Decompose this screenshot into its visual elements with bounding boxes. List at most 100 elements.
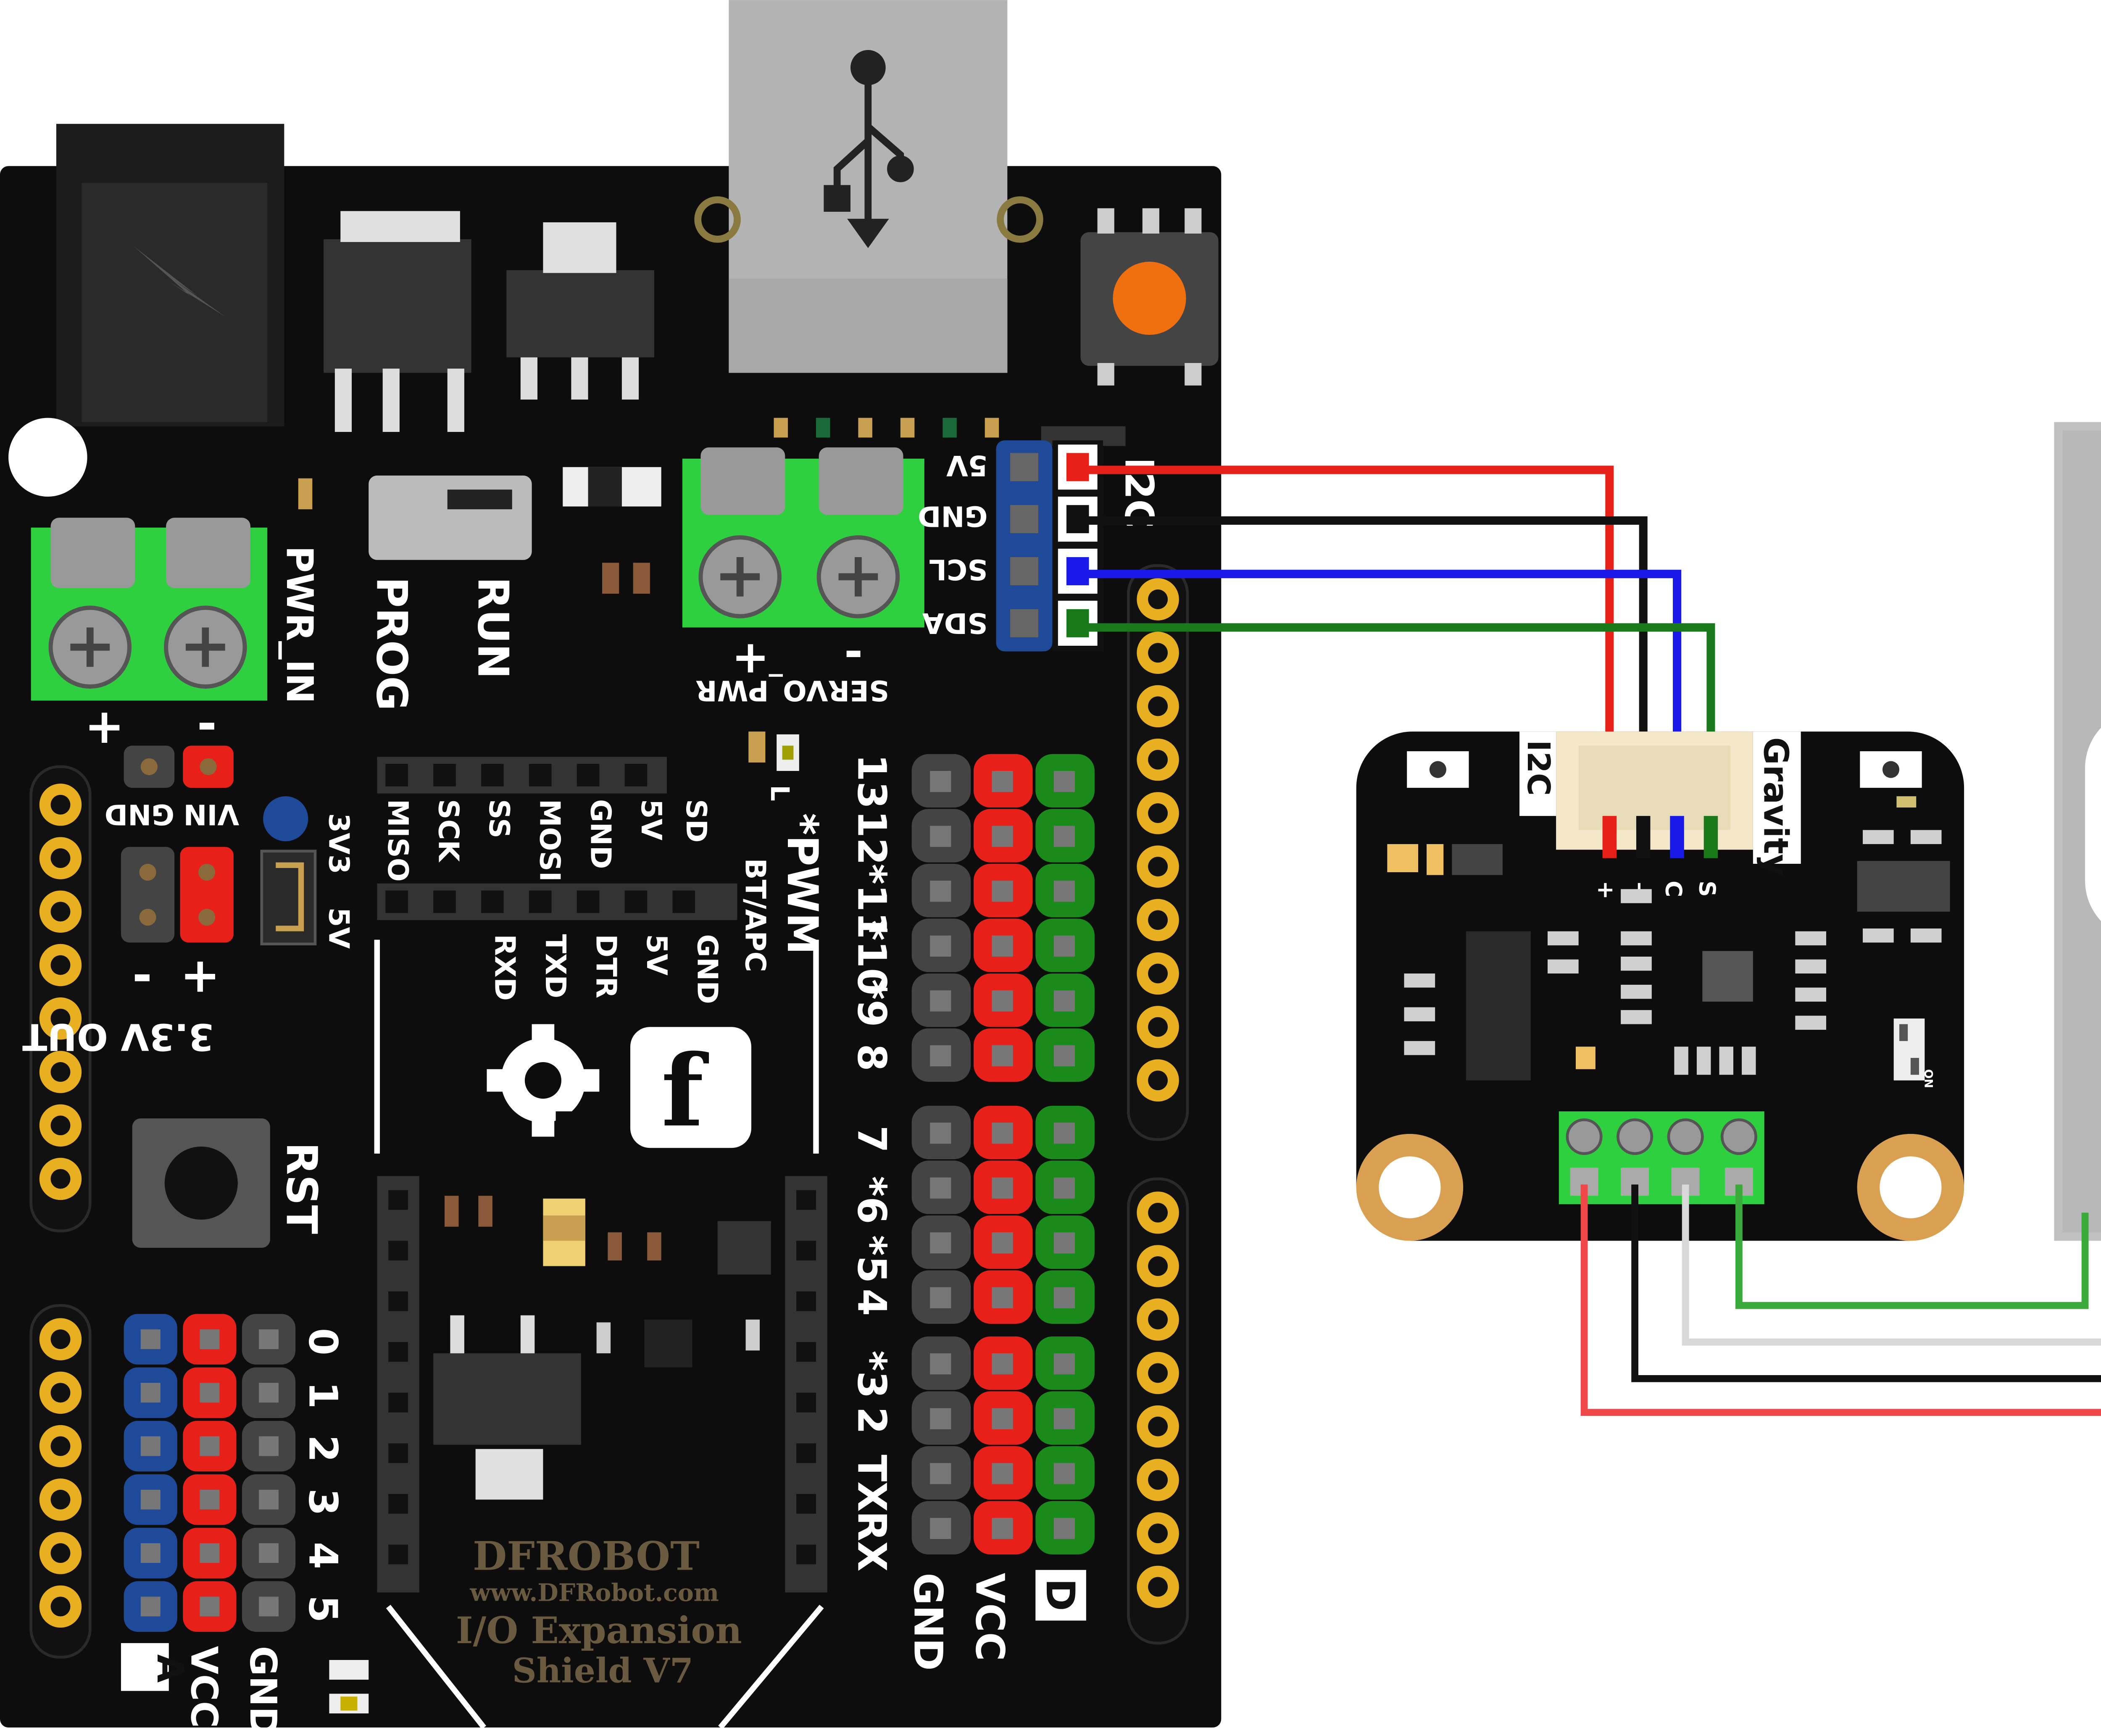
- wire-5v-red: [1077, 466, 1614, 844]
- brand-name-line2: Shield V7: [512, 1651, 693, 1691]
- loadcell-terminal: [1559, 1111, 1764, 1205]
- bt-pin-label: 5V: [640, 934, 673, 976]
- module-gravity-label: Gravity: [1756, 737, 1796, 876]
- address-dip-switch[interactable]: [1893, 1018, 1925, 1081]
- loadcell-wire-white: [1682, 1184, 2101, 1346]
- run-label: RUN: [468, 577, 517, 679]
- analog-pins: [124, 1314, 296, 1632]
- brand-url: www.DFRobot.com: [469, 1579, 719, 1607]
- rst-label: RST: [277, 1142, 326, 1234]
- servo-plus: +: [732, 631, 769, 684]
- vin-gnd-label-vin: VIN: [183, 798, 239, 831]
- svg-text:f: f: [661, 1034, 709, 1149]
- bt-pin-label: DTR: [590, 934, 623, 998]
- digital-pin-number: 8: [848, 1044, 894, 1071]
- bt-pin-label: RXD: [489, 934, 521, 1001]
- analog-gnd-label: GND: [242, 1646, 284, 1736]
- loadcell-wire-green: [1735, 1184, 2089, 1309]
- out-3v3-label: 3.3V OUT: [22, 1015, 214, 1058]
- servo-minus: -: [844, 626, 863, 678]
- load-cell: [2054, 422, 2101, 1241]
- spi-pin-label: 5V: [635, 799, 668, 841]
- analog-pin-number: 5: [300, 1595, 346, 1623]
- digital-pin-number: *10: [848, 920, 894, 995]
- lower-header-right: [785, 1176, 827, 1593]
- i2c-pin-scl: SCL: [929, 553, 987, 586]
- analog-vcc-label: VCC: [182, 1646, 225, 1728]
- bt-pin-labels: GND 5V DTR TXD RXD: [489, 934, 724, 1004]
- analog-pin-number: 4: [300, 1542, 346, 1569]
- regulator-small: [506, 270, 654, 358]
- pwr-in-terminal: [31, 518, 268, 701]
- 5v-label: 5V: [322, 907, 355, 949]
- digital-pin-number: TX: [848, 1455, 894, 1512]
- load-cell-wires: [1580, 1184, 2101, 1416]
- digital-pin-number: *9: [848, 979, 894, 1027]
- module-pin-label: C: [1660, 881, 1687, 897]
- pwr-in-plus: +: [84, 698, 124, 754]
- digital-vcc-label: VCC: [967, 1573, 1013, 1661]
- loadcell-wire-red: [1580, 1184, 2101, 1416]
- digital-pin-number: RX: [848, 1511, 894, 1571]
- spi-header: [377, 757, 667, 794]
- servo-pwr-label: SERVO_PWR: [695, 674, 889, 707]
- module-pin-label: S: [1694, 881, 1721, 897]
- module-pin-label: +: [1593, 881, 1619, 900]
- i2c-header: [996, 440, 1103, 652]
- digital-pins: [911, 754, 1095, 1555]
- vin-gnd-label-gnd: GND: [105, 798, 175, 831]
- dip-on-label: ON: [1922, 1069, 1935, 1088]
- module-i2c-label: I2C: [1520, 740, 1556, 796]
- digital-pin-number: *5: [848, 1235, 894, 1283]
- analog-a-label: A: [149, 1654, 192, 1683]
- bt-pin-label: GND: [691, 934, 724, 1004]
- digital-gnd-label: GND: [905, 1573, 950, 1670]
- header-holes-left: [39, 784, 82, 1628]
- digital-pin-number: 4: [848, 1289, 894, 1316]
- digital-pin-number: *6: [848, 1176, 894, 1224]
- servo-pwr-terminal: [682, 447, 924, 628]
- digital-pin-number: 13: [848, 754, 894, 809]
- analog-pin-number: 2: [300, 1435, 346, 1462]
- spi-pin-label: MOSI: [534, 799, 566, 882]
- pwr-in-minus: -: [197, 695, 217, 751]
- prog-label: PROG: [367, 577, 416, 711]
- brand-dfrobot: DFROBOT: [473, 1533, 700, 1580]
- spi-pin-label: SS: [483, 799, 516, 838]
- usb-icon: [824, 50, 914, 248]
- pwr-in-label: PWR_IN: [278, 546, 321, 704]
- gear-icon: [487, 1024, 600, 1137]
- brand-name-line1: I/O Expansion: [456, 1609, 742, 1652]
- bt-apc-label: BT/APC: [739, 858, 772, 972]
- bt-pin-label: TXD: [539, 934, 572, 998]
- loadcell-wire-black: [1631, 1184, 2101, 1382]
- spi-pin-labels: SD 5V GND MOSI SS SCK MISO: [382, 799, 713, 882]
- module-board: [1356, 731, 1964, 1241]
- 3v3-label: 3V3: [322, 813, 355, 874]
- digital-pin-number: 12: [848, 810, 894, 865]
- gravity-hx711-module: I2C Gravity +−CS: [1356, 731, 1964, 1241]
- io-expansion-shield: PWR_IN + - PROG RUN + - SERVO_PWR: [0, 0, 1222, 1736]
- digital-pin-number: *11: [848, 864, 894, 939]
- i2c-pin-sda: SDA: [922, 607, 988, 639]
- led-l-label: L: [765, 785, 794, 801]
- spi-pin-label: SD: [680, 799, 713, 843]
- digital-pin-number: *3: [848, 1350, 894, 1398]
- spi-pin-label: SCK: [432, 799, 465, 863]
- regulator: [324, 239, 471, 373]
- prog-run-switch[interactable]: [369, 475, 532, 560]
- analog-pin-number: 3: [300, 1489, 346, 1516]
- dfrobot-logo-icon: f: [630, 1027, 751, 1149]
- lower-header-left: [377, 1176, 419, 1593]
- out-plus: +: [180, 947, 220, 1003]
- spi-pin-label: GND: [584, 799, 617, 869]
- digital-d-label: D: [1037, 1578, 1083, 1611]
- pwm-label: *PWM: [778, 813, 827, 955]
- hx711-chip: [1466, 931, 1531, 1081]
- analog-pin-number: 1: [300, 1381, 346, 1409]
- spi-pin-label: MISO: [382, 799, 414, 882]
- mounting-hole: [8, 418, 87, 497]
